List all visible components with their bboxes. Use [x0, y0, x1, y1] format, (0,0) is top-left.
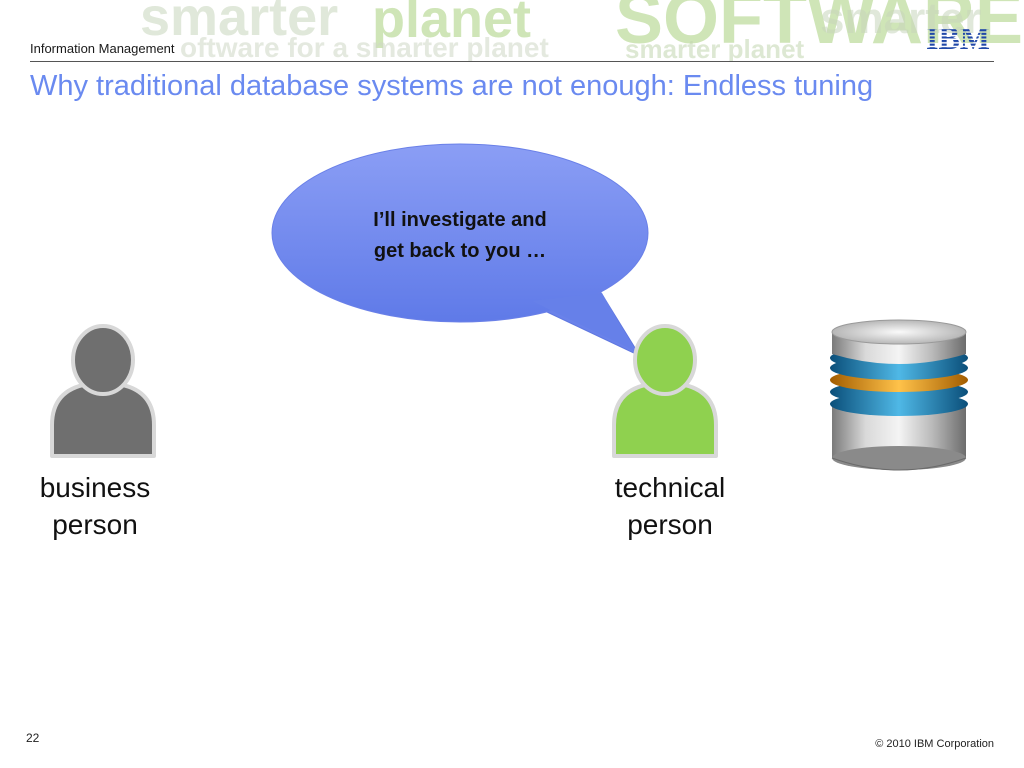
speech-bubble-text: I’ll investigate and get back to you … — [320, 205, 600, 267]
business-person-icon — [50, 324, 156, 458]
label-line: technical — [614, 472, 726, 503]
slide-title: Why traditional database systems are not… — [30, 70, 874, 102]
bubble-line: I’ll investigate and — [373, 209, 547, 231]
section-label: Information Management — [30, 41, 175, 56]
banner-word: planet — [372, 0, 532, 49]
banner-word: smarter — [820, 0, 982, 43]
label-line: person — [52, 509, 138, 540]
technical-person-label: technical person — [585, 469, 755, 543]
banner-word: smarter — [140, 0, 339, 47]
ibm-logo-text: IBM — [926, 22, 990, 52]
business-person-label: business person — [20, 469, 170, 543]
label-line: person — [627, 509, 713, 540]
ibm-logo: IBM — [926, 22, 990, 52]
technical-person-icon — [612, 324, 718, 458]
copyright: © 2010 IBM Corporation — [875, 738, 994, 750]
header-divider — [30, 61, 994, 62]
speech-bubble — [271, 143, 649, 358]
banner-word: smarter planet — [625, 34, 805, 62]
label-line: business — [39, 472, 151, 503]
page-number: 22 — [26, 731, 40, 745]
database-icon — [830, 319, 968, 471]
banner-word: oftware for a smarter planet — [180, 32, 549, 62]
bubble-line: get back to you … — [373, 240, 547, 262]
header-banner: smarter planet SOFTWARE smarter oftware … — [0, 0, 1024, 62]
banner-word: SOFTWARE — [615, 0, 1023, 59]
